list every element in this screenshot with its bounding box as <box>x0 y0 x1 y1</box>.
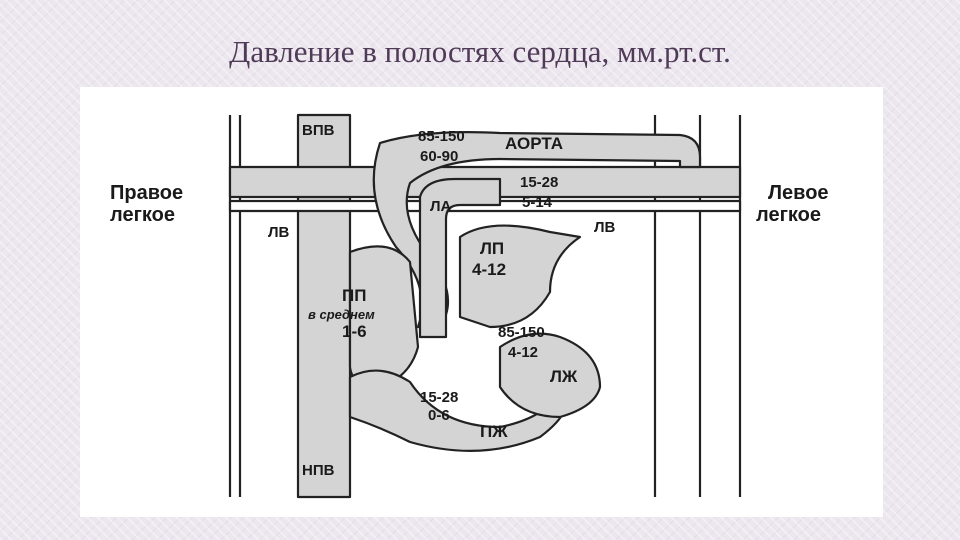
right-lung-line2: легкое <box>110 204 175 226</box>
right-ventricle-name: ПЖ <box>480 422 508 441</box>
right-atrium-note: в среднем <box>308 307 375 322</box>
left-atrium-shape <box>458 224 582 329</box>
aorta-pressure-bottom: 60-90 <box>420 148 458 165</box>
aorta-pressure-top: 85-150 <box>418 128 465 145</box>
right-ventricle-pressure-top: 15-28 <box>420 389 458 406</box>
right-atrium-pressure: 1-6 <box>342 322 367 341</box>
slide-title: Давление в полостях сердца, мм.рт.ст. <box>229 34 731 69</box>
left-ventricle-pressure-top: 85-150 <box>498 324 545 341</box>
heart-pressure-diagram: ВПВ НПВ АОРТА 85-150 60-90 Правое легкое… <box>80 87 883 517</box>
pulmonary-artery-pressure-top: 15-28 <box>520 174 558 191</box>
aorta-label: АОРТА <box>505 134 563 153</box>
left-ventricle-name: ЛЖ <box>550 367 578 386</box>
pulmonary-artery-pressure-bottom: 5-14 <box>522 194 553 211</box>
right-lung-line1: Правое <box>110 182 183 204</box>
pulmonary-artery-trunk <box>418 177 502 339</box>
left-atrium-pressure: 4-12 <box>472 260 506 279</box>
left-ventricle-shape <box>498 332 602 419</box>
left-ventricle-pressure-bottom: 4-12 <box>508 344 538 361</box>
svc-label: ВПВ <box>302 122 335 139</box>
pulmonary-veins-right-label: ЛВ <box>594 219 616 236</box>
right-ventricle-pressure-bottom: 0-6 <box>428 407 450 424</box>
pulmonary-artery-label: ЛА <box>430 198 452 215</box>
left-lung-line2: легкое <box>756 204 821 226</box>
right-atrium-name: ПП <box>342 286 366 305</box>
left-lung-line1: Левое <box>768 182 829 204</box>
left-atrium-name: ЛП <box>480 239 504 258</box>
heart-diagram-svg: ВПВ НПВ АОРТА 85-150 60-90 Правое легкое… <box>110 113 829 499</box>
ivc-label: НПВ <box>302 462 335 479</box>
pulmonary-veins-left-label: ЛВ <box>268 224 290 241</box>
